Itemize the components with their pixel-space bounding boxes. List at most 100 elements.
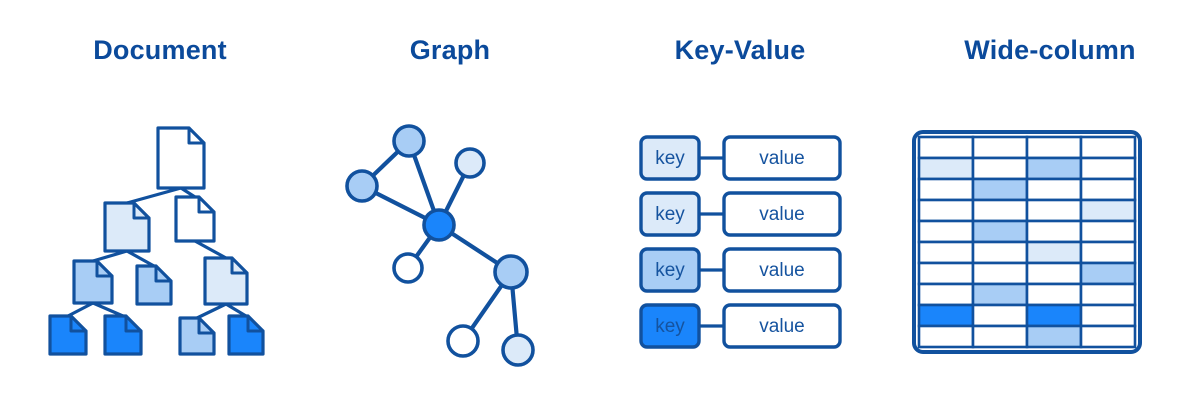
wide-column-cell[interactable]: [917, 198, 975, 223]
wide-column-cell[interactable]: [1025, 324, 1083, 349]
document-node-a2: [135, 264, 173, 306]
tree-edge: [224, 302, 248, 318]
wide-column-cell[interactable]: [971, 303, 1029, 328]
wide-column-cell[interactable]: [971, 324, 1029, 349]
panel-title-document: Document: [93, 35, 227, 65]
panel-title-graph: Graph: [409, 35, 491, 65]
document-node-b1y: [227, 314, 265, 356]
key-label: key: [655, 148, 685, 169]
wide-column-cell[interactable]: [971, 219, 1029, 244]
key-box[interactable]: [639, 247, 701, 293]
panel-key-value: Key-Value: [580, 0, 900, 401]
document-node-fold-b1y: [246, 314, 265, 333]
value-box[interactable]: [722, 247, 842, 293]
wide-column-cell[interactable]: [971, 198, 1029, 223]
wide-column-cell[interactable]: [1079, 177, 1137, 202]
key-label: key: [655, 260, 685, 281]
document-node-a1x: [48, 314, 88, 356]
tree-edge: [193, 239, 228, 260]
key-label: key: [655, 316, 685, 337]
wide-column-cell[interactable]: [917, 177, 975, 202]
graph-node-n-hub: [422, 208, 456, 242]
wide-column-cell[interactable]: [1025, 198, 1083, 223]
panel-document: Document: [0, 0, 320, 401]
wide-column-cell[interactable]: [917, 324, 975, 349]
wide-column-cell[interactable]: [1079, 240, 1137, 265]
key-box[interactable]: [639, 303, 701, 349]
wide-column-cell[interactable]: [971, 282, 1029, 307]
wide-column-cell[interactable]: [1025, 156, 1083, 181]
graph-node-n-low-right: [501, 333, 535, 367]
wide-column-cell[interactable]: [1025, 261, 1083, 286]
document-node-fold-b1: [230, 256, 249, 275]
document-node-fold-a1y: [124, 314, 143, 333]
panel-title-wide-column: Wide-column: [964, 35, 1136, 65]
graph-node-n-left: [345, 169, 379, 203]
document-node-root: [156, 126, 206, 190]
value-box[interactable]: [722, 135, 842, 181]
document-node-b1: [203, 256, 249, 306]
value-box[interactable]: [722, 191, 842, 237]
wide-column-cell[interactable]: [1079, 261, 1137, 286]
wide-column-cell[interactable]: [917, 282, 975, 307]
panel-title-key-value: Key-Value: [674, 35, 806, 65]
key-value-row: key value: [639, 247, 842, 293]
wide-column-cell[interactable]: [917, 156, 975, 181]
document-node-fold-b: [197, 195, 216, 214]
document-node-b: [174, 195, 216, 243]
panel-graph: Graph: [320, 0, 580, 401]
wide-column-cell[interactable]: [1025, 240, 1083, 265]
value-label: value: [759, 260, 804, 281]
value-label: value: [759, 148, 804, 169]
wide-column-cell[interactable]: [1079, 135, 1137, 160]
graph-node-n-right: [493, 254, 529, 290]
wide-column-cell[interactable]: [971, 240, 1029, 265]
wide-column-cell[interactable]: [917, 135, 975, 160]
wide-column-cell[interactable]: [1079, 156, 1137, 181]
document-node-a1: [72, 259, 114, 305]
graph-nodes: [345, 124, 535, 367]
wide-column-cell[interactable]: [1079, 303, 1137, 328]
wide-column-cell[interactable]: [1025, 219, 1083, 244]
wide-column-cell[interactable]: [917, 219, 975, 244]
document-node-fold-a: [132, 201, 151, 220]
document-node-a: [103, 201, 151, 253]
wide-column-cell[interactable]: [917, 261, 975, 286]
value-label: value: [759, 316, 804, 337]
document-node-fold-a1x: [69, 314, 88, 333]
wide-column-cell[interactable]: [917, 303, 975, 328]
wide-column-cell[interactable]: [917, 240, 975, 265]
wide-column-cell[interactable]: [1025, 282, 1083, 307]
wide-column-cell[interactable]: [1025, 303, 1083, 328]
key-label: key: [655, 204, 685, 225]
wide-column-cell[interactable]: [1025, 177, 1083, 202]
document-node-a1y: [103, 314, 143, 356]
wide-column-cell[interactable]: [1079, 198, 1137, 223]
wide-column-cell[interactable]: [971, 177, 1029, 202]
document-tree-nodes: [48, 126, 265, 356]
tree-edge: [91, 301, 125, 318]
document-node-fold-b1x: [197, 316, 216, 335]
wide-column-cell[interactable]: [1025, 135, 1083, 160]
wide-column-cell[interactable]: [971, 156, 1029, 181]
key-box[interactable]: [639, 135, 701, 181]
tree-edge: [66, 301, 95, 318]
graph-node-n-upper-right: [454, 147, 486, 179]
key-box[interactable]: [639, 191, 701, 237]
wide-column-cell[interactable]: [1079, 324, 1137, 349]
wide-column-cell[interactable]: [971, 135, 1029, 160]
graph-edges: [359, 138, 521, 353]
value-box[interactable]: [722, 303, 842, 349]
graph-node-n-top: [392, 124, 426, 158]
tree-edge: [125, 249, 156, 268]
wide-column-cell[interactable]: [971, 261, 1029, 286]
graph-node-n-white-mid: [392, 252, 424, 284]
wide-column-cell[interactable]: [1079, 282, 1137, 307]
graph-node-n-white-low: [446, 324, 480, 358]
wide-column-cell[interactable]: [1079, 219, 1137, 244]
key-value-row: key value: [639, 135, 842, 181]
document-node-fold-a2: [154, 264, 173, 283]
